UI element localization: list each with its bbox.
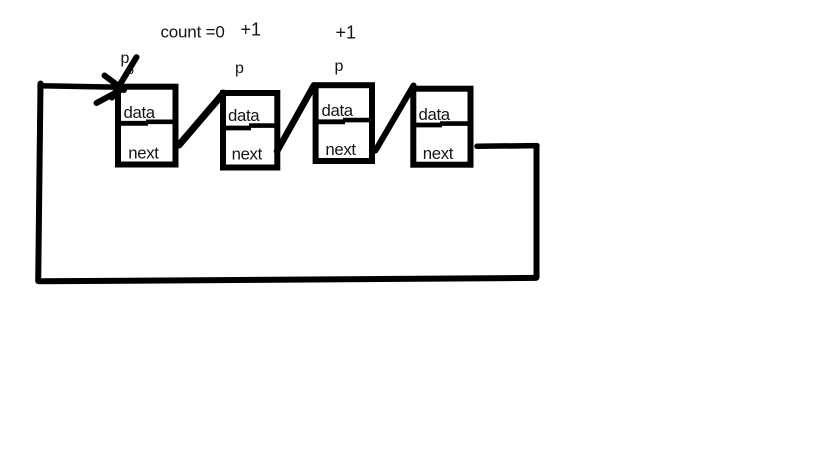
svg-text:p: p [127, 62, 134, 77]
svg-text:p: p [121, 50, 130, 67]
svg-text:+1: +1 [336, 23, 357, 43]
svg-text:count =0: count =0 [161, 22, 225, 41]
svg-text:data: data [228, 106, 260, 125]
svg-text:p: p [235, 60, 244, 77]
svg-text:data: data [124, 103, 156, 122]
svg-text:next: next [325, 140, 356, 159]
svg-text:data: data [322, 101, 354, 120]
svg-text:next: next [232, 145, 263, 164]
svg-text:+1: +1 [241, 19, 262, 39]
svg-text:next: next [128, 143, 159, 162]
svg-text:data: data [419, 105, 451, 124]
svg-text:p: p [335, 58, 344, 75]
svg-text:next: next [423, 144, 454, 163]
